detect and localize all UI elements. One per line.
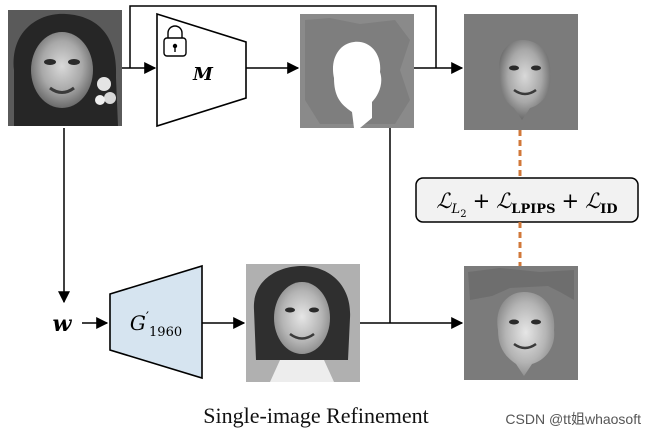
generator-label: G′1960	[130, 310, 182, 340]
arrow-input-bypass	[129, 5, 437, 68]
encoder-label: M	[192, 64, 214, 85]
figure-caption: Single-image Refinement	[203, 403, 428, 428]
latent-label: w	[53, 311, 73, 337]
input-photo	[8, 10, 122, 127]
watermark: CSDN @tt姐whaosoft	[505, 411, 641, 427]
mask-image	[300, 14, 414, 128]
generator-shape	[109, 264, 203, 380]
loss-box-frame	[415, 177, 639, 223]
loss-box: ℒL2+ℒLPIPS+ℒID	[415, 177, 639, 223]
connectors	[58, 5, 464, 329]
masked-generated-image	[464, 266, 578, 380]
masked-target-image	[464, 14, 578, 130]
lock-icon	[163, 25, 187, 57]
encoder-block: M	[156, 12, 247, 128]
loss-formula: ℒL2+ℒLPIPS+ℒID	[436, 189, 617, 220]
generator-block: G′1960	[109, 264, 203, 380]
generated-photo	[246, 264, 360, 382]
